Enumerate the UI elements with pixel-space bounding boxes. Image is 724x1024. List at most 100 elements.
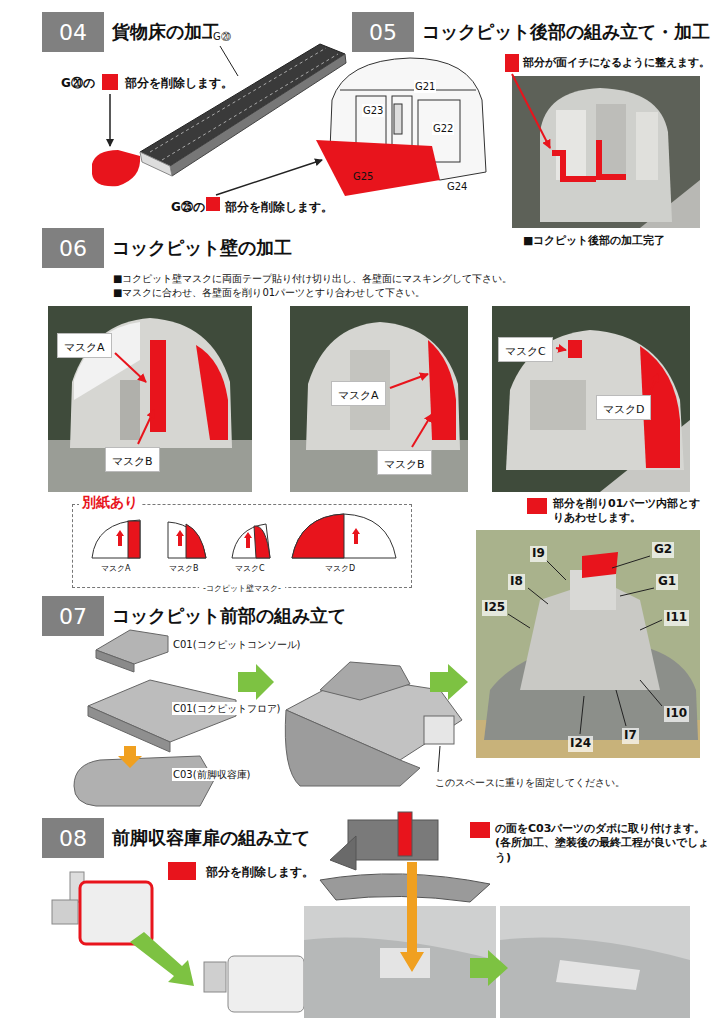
photo bbox=[556, 960, 640, 990]
photo bbox=[196, 345, 228, 440]
part-drawing bbox=[285, 710, 420, 786]
red-marker bbox=[168, 862, 196, 880]
step-title: コックピット壁の加工 bbox=[112, 236, 292, 260]
mask-template bbox=[128, 521, 140, 558]
step-header: 05コックピット後部の組み立て・加工 bbox=[352, 12, 710, 52]
leader-line bbox=[650, 374, 658, 392]
photo bbox=[512, 76, 700, 228]
step-header: 04貨物床の加工 bbox=[42, 12, 220, 52]
photo bbox=[428, 340, 456, 440]
mask-template bbox=[292, 514, 396, 558]
leader-line bbox=[508, 614, 530, 628]
mask-template bbox=[92, 514, 396, 558]
red-marker bbox=[102, 74, 118, 90]
door-drawing bbox=[52, 872, 152, 944]
callout-number: I8 bbox=[508, 574, 525, 590]
note-text: このスペースに重りを固定してください。 bbox=[434, 776, 626, 789]
red-marker bbox=[505, 54, 519, 72]
mask-caption: マスクB bbox=[168, 564, 200, 574]
part-name: C01(コクピットフロア) bbox=[172, 702, 282, 715]
mask-label-box: マスクB bbox=[377, 450, 432, 475]
leader-line bbox=[390, 374, 428, 388]
step-title: コックピット前部の組み立て bbox=[112, 604, 346, 628]
door-drawing bbox=[348, 820, 438, 860]
photo-caption: ■コクピット後部の加工完了 bbox=[522, 234, 666, 248]
photo bbox=[476, 530, 700, 758]
photo bbox=[568, 340, 582, 358]
cargo-floor bbox=[140, 44, 346, 176]
leader-line bbox=[115, 348, 658, 447]
mask-label-box: マスクA bbox=[57, 333, 112, 358]
mask-template bbox=[232, 524, 270, 558]
step-number: 04 bbox=[42, 12, 104, 52]
mask-template bbox=[186, 524, 206, 558]
door-drawing bbox=[398, 812, 412, 856]
step-number: 08 bbox=[42, 818, 104, 858]
photo bbox=[492, 306, 690, 492]
leader-line bbox=[438, 746, 440, 772]
instruction-text: 部分が面イチになるように整えます。 bbox=[522, 56, 711, 70]
mask-label-box: マスクA bbox=[331, 381, 386, 406]
photo bbox=[306, 322, 460, 450]
door-drawing bbox=[52, 900, 78, 924]
callout-number: I25 bbox=[482, 600, 507, 616]
photo bbox=[636, 112, 658, 180]
leader-line bbox=[640, 620, 662, 630]
callout-number: G1 bbox=[656, 574, 678, 590]
sheet-heading: 別紙あり bbox=[79, 494, 141, 512]
callout-number: G2 bbox=[652, 542, 674, 558]
photo bbox=[540, 88, 672, 222]
leader-line bbox=[216, 160, 322, 195]
arrow-down bbox=[400, 862, 424, 972]
part-number: G23 bbox=[362, 104, 384, 117]
photo bbox=[552, 150, 596, 182]
mask-label-box: マスクC bbox=[498, 337, 553, 362]
red-marker bbox=[102, 74, 118, 90]
direction-arrow bbox=[352, 528, 360, 544]
part-name: C01(コクピットコンソール) bbox=[172, 638, 302, 651]
leader-line bbox=[616, 690, 626, 726]
leader-line bbox=[612, 556, 650, 568]
part-instruction: G㉕の bbox=[170, 200, 206, 216]
sheet-caption: -コクピット壁マスク- bbox=[199, 583, 285, 594]
part-number: G25 bbox=[352, 170, 374, 183]
leader-line bbox=[640, 680, 662, 706]
leader-line bbox=[216, 160, 322, 195]
process-arrow bbox=[430, 664, 468, 700]
removed-part bbox=[316, 140, 440, 196]
mask-template bbox=[254, 526, 270, 558]
red-marker bbox=[168, 862, 196, 880]
leader-line bbox=[110, 94, 111, 146]
part-number: G24 bbox=[446, 180, 468, 193]
part-drawing bbox=[424, 716, 454, 744]
step-header: 08前脚収容庫扉の組み立て bbox=[42, 818, 310, 858]
red-marker bbox=[470, 822, 490, 838]
mask-caption: マスクA bbox=[100, 564, 131, 574]
mask-label: マスクB bbox=[384, 458, 425, 471]
direction-arrow bbox=[116, 528, 360, 548]
cockpit-rear-drawing bbox=[340, 90, 476, 91]
photo bbox=[506, 330, 684, 470]
cockpit-rear-drawing bbox=[392, 96, 412, 152]
process-arrow bbox=[430, 664, 468, 700]
step-number: 06 bbox=[42, 228, 104, 268]
leader-line bbox=[220, 46, 238, 76]
leader-line bbox=[109, 94, 111, 146]
process-arrow bbox=[470, 950, 508, 986]
leader-line bbox=[508, 556, 662, 734]
cargo-floor bbox=[140, 152, 172, 176]
step-header: 06 コックピット壁の加工 bbox=[42, 228, 292, 268]
callout-number: I10 bbox=[664, 706, 689, 722]
photo bbox=[476, 530, 700, 758]
photo bbox=[492, 306, 690, 492]
cockpit-rear-drawing bbox=[356, 96, 386, 146]
photo bbox=[596, 140, 626, 180]
instruction-text: 部分を削除します。 bbox=[124, 76, 234, 92]
mask-label: マスクC bbox=[505, 345, 546, 358]
cargo-floor bbox=[162, 54, 338, 160]
mask-label: マスクA bbox=[338, 389, 379, 402]
part-number: G⑳ bbox=[212, 30, 232, 43]
leader-line bbox=[220, 46, 238, 76]
mask-template bbox=[92, 520, 140, 558]
part-drawing bbox=[88, 706, 170, 752]
